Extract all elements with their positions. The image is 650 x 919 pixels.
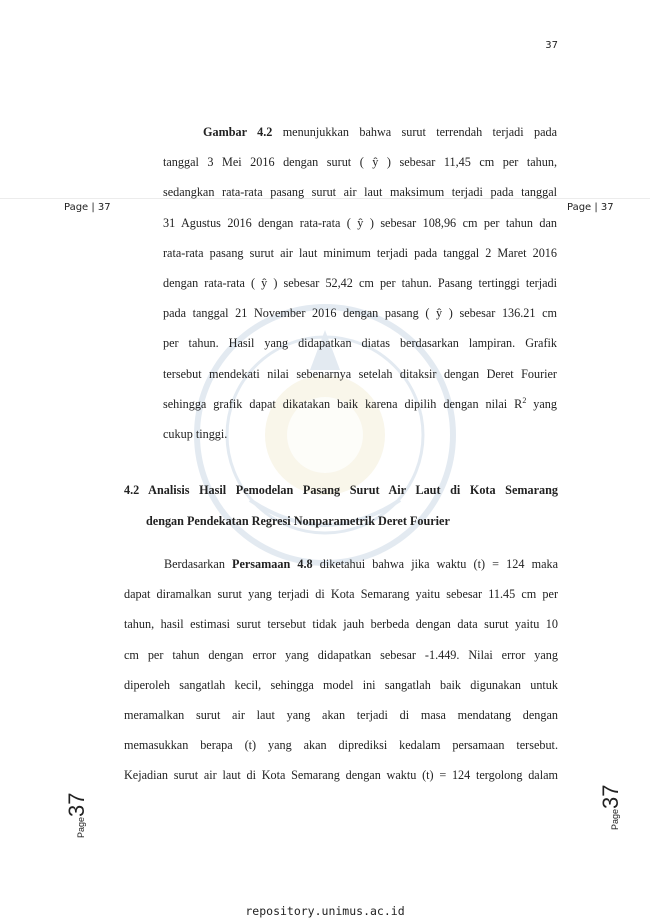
vertical-page-number-left: Page37 xyxy=(64,792,89,838)
text-line: sedangkan rata-rata pasang surut air lau… xyxy=(163,185,557,200)
text-line: tanggal 3 Mei 2016 dengan surut ( ŷ ) se… xyxy=(163,155,557,170)
text-line: sehingga grafik dapat dikatakan baik kar… xyxy=(163,395,557,411)
text-line: Gambar 4.2 menunjukkan bahwa surut terre… xyxy=(203,125,557,139)
vertical-page-number-right: Page37 xyxy=(598,784,623,830)
text-line: tersebut mendekati nilai sebenarnya sete… xyxy=(163,366,557,381)
text-line: meramalkan surut air laut yang akan terj… xyxy=(124,708,558,723)
paragraph-gambar-4-2: Gambar 4.2 menunjukkan bahwa surut terre… xyxy=(163,117,557,449)
text-line: pada tanggal 21 November 2016 dengan pas… xyxy=(163,306,557,321)
text-line: dengan rata-rata ( ŷ ) sebesar 52,42 cm … xyxy=(163,276,557,291)
text-line: cukup tinggi. xyxy=(163,427,228,442)
section-heading-4-2: 4.2 Analisis Hasil Pemodelan Pasang Suru… xyxy=(124,475,558,537)
text-line: per tahun. Hasil yang didapatkan diatas … xyxy=(163,336,557,351)
paragraph-persamaan-4-8: Berdasarkan Persamaan 4.8 diketahui bahw… xyxy=(124,549,558,791)
heading-line-1: 4.2 Analisis Hasil Pemodelan Pasang Suru… xyxy=(124,483,558,497)
side-label-right: Page | 37 xyxy=(567,202,614,213)
text-line: memasukkan berapa (t) yang akan dipredik… xyxy=(124,738,558,753)
text-line: Kejadian surut air laut di Kota Semarang… xyxy=(124,768,558,783)
side-label-left: Page | 37 xyxy=(64,202,111,213)
text-line: Berdasarkan Persamaan 4.8 diketahui bahw… xyxy=(164,557,558,571)
university-seal-watermark xyxy=(194,304,456,566)
page-number-top: 37 xyxy=(545,40,558,51)
text-line: diperoleh sangatlah kecil, sehingga mode… xyxy=(124,677,558,692)
header-divider xyxy=(0,198,650,199)
heading-line-2: dengan Pendekatan Regresi Nonparametrik … xyxy=(146,514,450,528)
text-line: 31 Agustus 2016 dengan rata-rata ( ŷ ) s… xyxy=(163,215,557,230)
text-line: cm per tahun dengan error yang didapatka… xyxy=(124,647,558,662)
text-line: dapat diramalkan surut yang terjadi di K… xyxy=(124,587,558,602)
repository-footer: repository.unimus.ac.id xyxy=(245,904,405,918)
text-line: rata-rata pasang surut air laut minimum … xyxy=(163,245,557,260)
text-line: tahun, hasil estimasi surut tersebut tid… xyxy=(124,617,558,632)
